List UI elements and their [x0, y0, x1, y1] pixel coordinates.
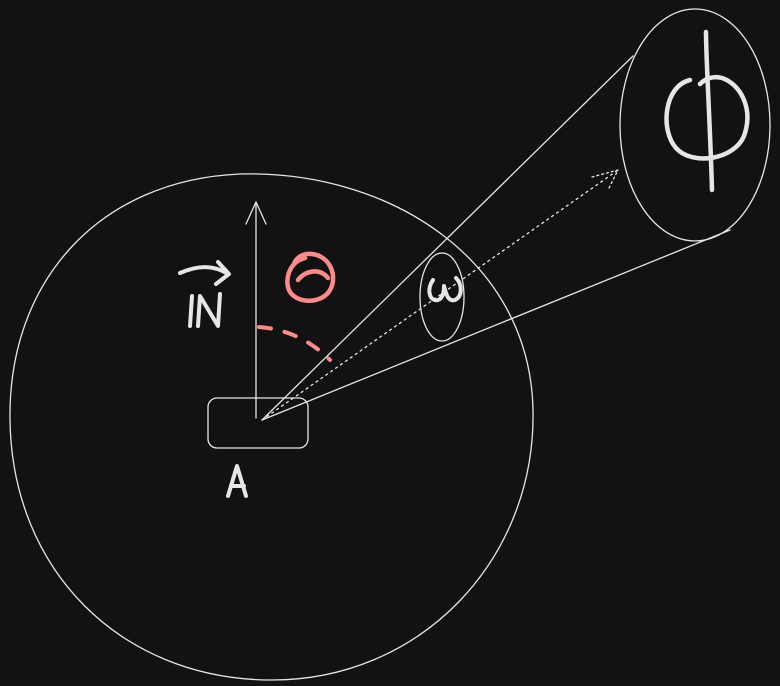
flux-label: ϕ	[666, 125, 696, 169]
theta-symbol	[285, 251, 336, 303]
normal-vector-arrowhead	[245, 201, 267, 225]
angle-arc	[257, 325, 332, 362]
omega-symbol	[427, 276, 463, 303]
vector-n-symbol	[178, 260, 231, 328]
far-ellipse	[619, 8, 771, 242]
phi-symbol	[664, 29, 750, 193]
sphere-outline	[9, 173, 534, 681]
body-rect	[207, 397, 309, 449]
point-a-symbol	[226, 464, 248, 498]
cone-lower-edge	[261, 229, 731, 421]
cone-upper-edge	[261, 55, 634, 421]
cone-axis-arrowhead	[591, 169, 619, 191]
solid-angle-ellipse	[419, 252, 465, 342]
cone-axis-dotted-line	[261, 169, 619, 421]
